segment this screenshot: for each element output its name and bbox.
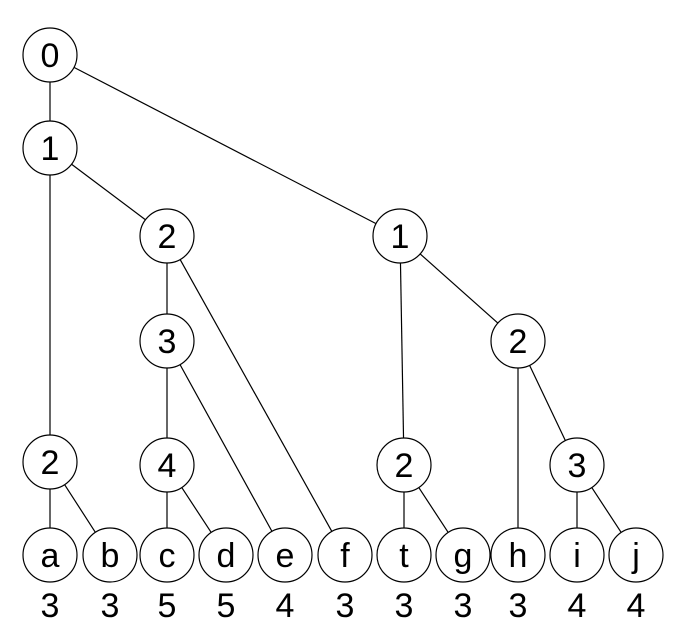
node-circle <box>257 527 313 583</box>
node-circle <box>435 527 491 583</box>
node-label: a <box>41 537 60 575</box>
node-label: 3 <box>158 323 177 361</box>
node-circle <box>139 527 195 583</box>
tree-node-n2a: 2 <box>22 434 78 490</box>
node-circle <box>549 437 605 493</box>
node-circle <box>139 437 195 493</box>
node-circle <box>139 208 195 264</box>
tree-node-lg: g <box>435 527 491 583</box>
node-label: c <box>159 537 176 575</box>
edges-layer <box>49 66 622 533</box>
tree-node-lb: b <box>82 527 138 583</box>
tree-node-n1: 1 <box>22 120 78 176</box>
tree-node-n3b: 3 <box>549 437 605 493</box>
node-circle <box>82 527 138 583</box>
edge-n3a-le <box>179 364 273 532</box>
node-label: 1 <box>391 218 410 256</box>
edge-n4a-ld <box>181 487 212 533</box>
node-circle <box>22 120 78 176</box>
node-circle <box>22 527 78 583</box>
leaf-depth-lg: 3 <box>454 587 473 625</box>
tree-node-n1b: 1 <box>372 208 428 264</box>
tree-node-n3a: 3 <box>139 313 195 369</box>
tree-node-lc: c <box>139 527 195 583</box>
edge-n0-n1b <box>73 66 377 225</box>
node-label: j <box>631 537 640 575</box>
node-circle <box>139 313 195 369</box>
tree-node-la: a <box>22 527 78 583</box>
edge-n2b-lf <box>179 259 333 532</box>
node-label: f <box>340 537 350 575</box>
node-label: 3 <box>568 447 587 485</box>
edge-n2c-lg <box>418 487 449 533</box>
edge-n2d-n3b <box>529 365 566 441</box>
tree-node-lt: t <box>376 527 432 583</box>
leaf-depth-ld: 5 <box>217 587 236 625</box>
node-label: 2 <box>158 218 177 256</box>
node-label: t <box>399 537 409 575</box>
leaf-depth-li: 4 <box>568 587 587 625</box>
node-label: g <box>454 537 473 575</box>
leaf-depth-lb: 3 <box>101 587 120 625</box>
node-label: b <box>101 537 120 575</box>
edge-n1-n2b <box>71 163 146 221</box>
node-label: e <box>276 537 295 575</box>
leaf-depth-lh: 3 <box>509 587 528 625</box>
leaf-depth-lj: 4 <box>627 587 646 625</box>
tree-node-lj: j <box>608 527 664 583</box>
node-label: 1 <box>41 130 60 168</box>
edge-n1b-n2c <box>399 262 405 439</box>
node-circle <box>372 208 428 264</box>
tree-node-le: e <box>257 527 313 583</box>
node-circle <box>376 527 432 583</box>
leaf-depth-lc: 5 <box>158 587 177 625</box>
node-label: 2 <box>395 447 414 485</box>
node-circle <box>490 527 546 583</box>
node-circle <box>608 527 664 583</box>
node-label: i <box>573 537 581 575</box>
edge-n2a-lb <box>64 484 96 533</box>
node-circle <box>490 313 546 369</box>
leaf-depth-lt: 3 <box>395 587 414 625</box>
tree-node-n0: 0 <box>22 27 78 83</box>
tree-node-lh: h <box>490 527 546 583</box>
node-circle <box>22 434 78 490</box>
tree-node-ld: d <box>198 527 254 583</box>
tree-node-n2b: 2 <box>139 208 195 264</box>
node-circle <box>198 527 254 583</box>
edge-n1b-n2d <box>419 253 499 324</box>
tree-node-lf: f <box>317 527 373 583</box>
tree-node-n4a: 4 <box>139 437 195 493</box>
node-label: 2 <box>41 444 60 482</box>
edge-n3b-lj <box>591 487 622 533</box>
node-label: 2 <box>509 323 528 361</box>
leaf-depth-lf: 3 <box>336 587 355 625</box>
node-label: 0 <box>41 37 60 75</box>
node-label: h <box>509 537 528 575</box>
leaf-depth-le: 4 <box>276 587 295 625</box>
leaf-depth-la: 3 <box>41 587 60 625</box>
node-label: d <box>217 537 236 575</box>
node-circle <box>22 27 78 83</box>
node-circle <box>549 527 605 583</box>
node-circle <box>376 437 432 493</box>
node-label: 4 <box>158 447 177 485</box>
node-circle <box>317 527 373 583</box>
tree-node-li: i <box>549 527 605 583</box>
tree-node-n2c: 2 <box>376 437 432 493</box>
tree-node-n2d: 2 <box>490 313 546 369</box>
